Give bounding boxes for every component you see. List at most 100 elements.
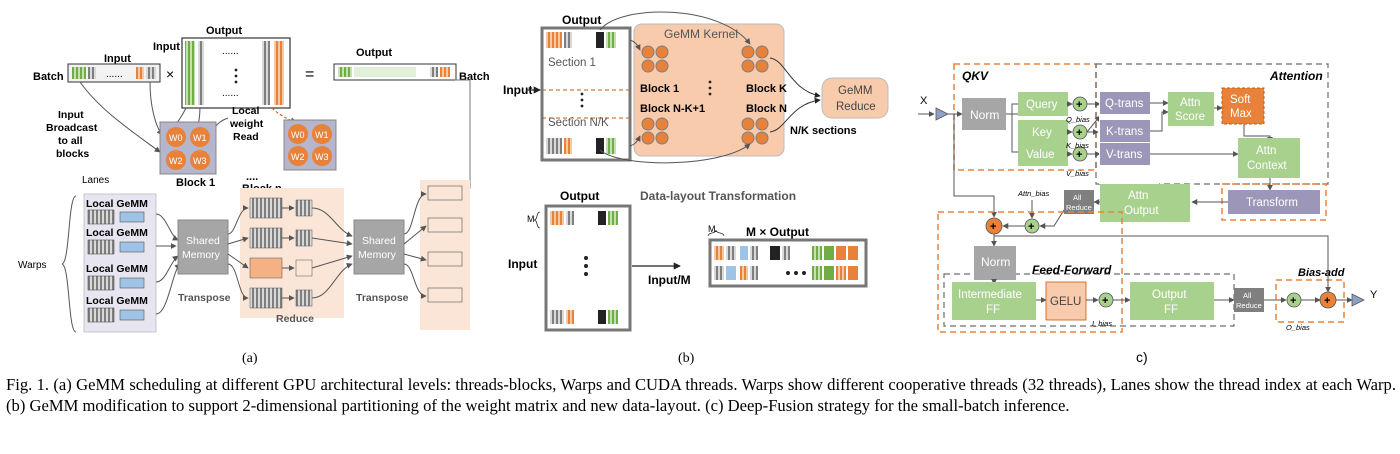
bn-w0-label: W0 [291,130,305,140]
equals-symbol: = [305,66,314,83]
k-trans-label: K-trans [1106,126,1143,138]
block-1: W0 W1 W2 W3 [159,121,217,175]
block-dots: .... [246,171,258,183]
soft-max-box [1221,87,1265,125]
input-matrix: ...... [67,63,161,83]
attn-output-box [1100,184,1190,222]
input-label: Input [104,53,131,65]
reduce-label: Reduce [276,313,314,325]
attn-score-box [1168,92,1214,126]
v-trans-label: V-trans [1106,149,1143,161]
local-gemm-1: Local GeMM [86,198,148,225]
output-label-top: Output [206,25,242,37]
input-b-label: Input [503,83,532,97]
k-trans-box [1100,120,1150,142]
local-gemm-label-1: Local GeMM [86,198,148,210]
gemm-reduce-line1: GeMM [838,85,873,97]
all-reduce-2-line1: All [1243,291,1252,300]
attn-output-line1: Attn [1128,190,1148,202]
attn-context-line1: Attn [1256,145,1276,157]
all-reduce-2-line2: Reduce [1236,301,1262,310]
soft-max-line1: Soft [1230,94,1251,106]
y-triangle [1351,293,1365,307]
local-weight-read-3: Read [233,131,259,143]
local-gemm-3: Local GeMM [86,263,148,291]
block-1-label: Block 1 [176,177,215,189]
shared-memory-1-line2: Memory [182,249,221,261]
key-box [1018,120,1068,144]
final-output-cells [427,185,463,303]
warps-label: Warps [18,260,47,271]
output-ff-line1: Output [1152,289,1187,301]
local-weight-read-2: weight [229,118,264,130]
plus-q: + [1076,99,1082,111]
shared-memory-1 [177,219,229,275]
lanes-label: Lanes [82,175,109,186]
all-reduce-box-1 [1064,190,1094,214]
transpose-label-1: Transpose [178,292,231,304]
shared-memory-2 [353,219,405,275]
figure-caption: Fig. 1. (a) GeMM scheduling at different… [6,375,1396,416]
value-box [1018,142,1068,166]
v-bias-label: V_bias [1066,169,1089,178]
dlt-label: Data-layout Transformation [640,189,796,203]
weight-matrix: ...... ...... [181,37,291,109]
k-bias-label: K_bias [1066,141,1089,150]
gemm-reduce-box [821,77,889,119]
key-label: Key [1032,127,1052,139]
local-gemm-2: Local GeMM [86,227,148,255]
ff-orange-region [937,211,1123,333]
soft-max-line2: Max [1230,108,1252,120]
section-nk-label: Section N/K [548,117,609,129]
norm-box [962,98,1006,130]
kernel-blocks [641,45,769,145]
query-label: Query [1026,99,1058,111]
block-n-b-label: Block N [746,103,787,115]
input-dots: ...... [106,69,123,80]
feed-forward-label: Feed-Forward [1032,263,1112,277]
attn-bias-label: Attn_bias [1017,189,1050,198]
gelu-box [1045,281,1087,321]
intermediate-ff-line2: FF [986,304,1000,316]
q-trans-box-2 [1100,92,1150,114]
m-output-cells [714,246,858,280]
norm-2-box [974,246,1016,280]
block-k-label: Block K [746,83,787,95]
bn-w1-label: W1 [315,130,329,140]
output-ff-line2: FF [1164,304,1178,316]
bn-w3-label: W3 [315,152,329,162]
panel-c-overlay: Q-trans K-trans V-trans Attn Score Soft … [937,87,1378,365]
plus-i-bias: + [1102,295,1108,307]
transform-box [1228,190,1320,214]
all-reduce-1-line2: Reduce [1066,203,1092,212]
batch-left-label: Batch [33,71,64,83]
attention-label: Attention [1269,69,1323,83]
broadcast-line-3: to all [58,135,83,147]
caption-letter-a: (a) [242,351,258,366]
bias-add-label: Bias-add [1298,267,1345,279]
attention-region [1095,63,1329,185]
transpose-label-2: Transpose [356,292,409,304]
qkv-label: QKV [962,69,989,83]
plus-residual-2: + [1324,295,1330,307]
plus-attn-bias: + [1028,221,1034,233]
caption-letter-b: (b) [678,351,695,366]
local-gemm-label-4: Local GeMM [86,295,148,307]
local-weight-read-1: Local [232,105,260,117]
broadcast-line-1: Input [58,109,84,121]
broadcast-line-4: blocks [56,148,89,160]
nk-sections-label: N/K sections [790,125,857,137]
plus-residual-1: + [990,221,996,233]
m-label-2: M [708,224,716,234]
all-reduce-box-2 [1234,288,1264,312]
m-label: M [527,214,535,224]
x-triangle [935,107,949,121]
block-n: W0 W1 W2 W3 [283,119,337,171]
y-label: Y [1370,289,1378,301]
all-reduce-1-line1: All [1073,193,1082,202]
attn-context-box [1238,138,1300,178]
q-trans-label-2: Q-trans [1105,98,1144,110]
o-bias-label: O_bias [1286,323,1310,332]
value-label: Value [1026,149,1055,161]
input-bottom-label: Input [508,257,537,271]
